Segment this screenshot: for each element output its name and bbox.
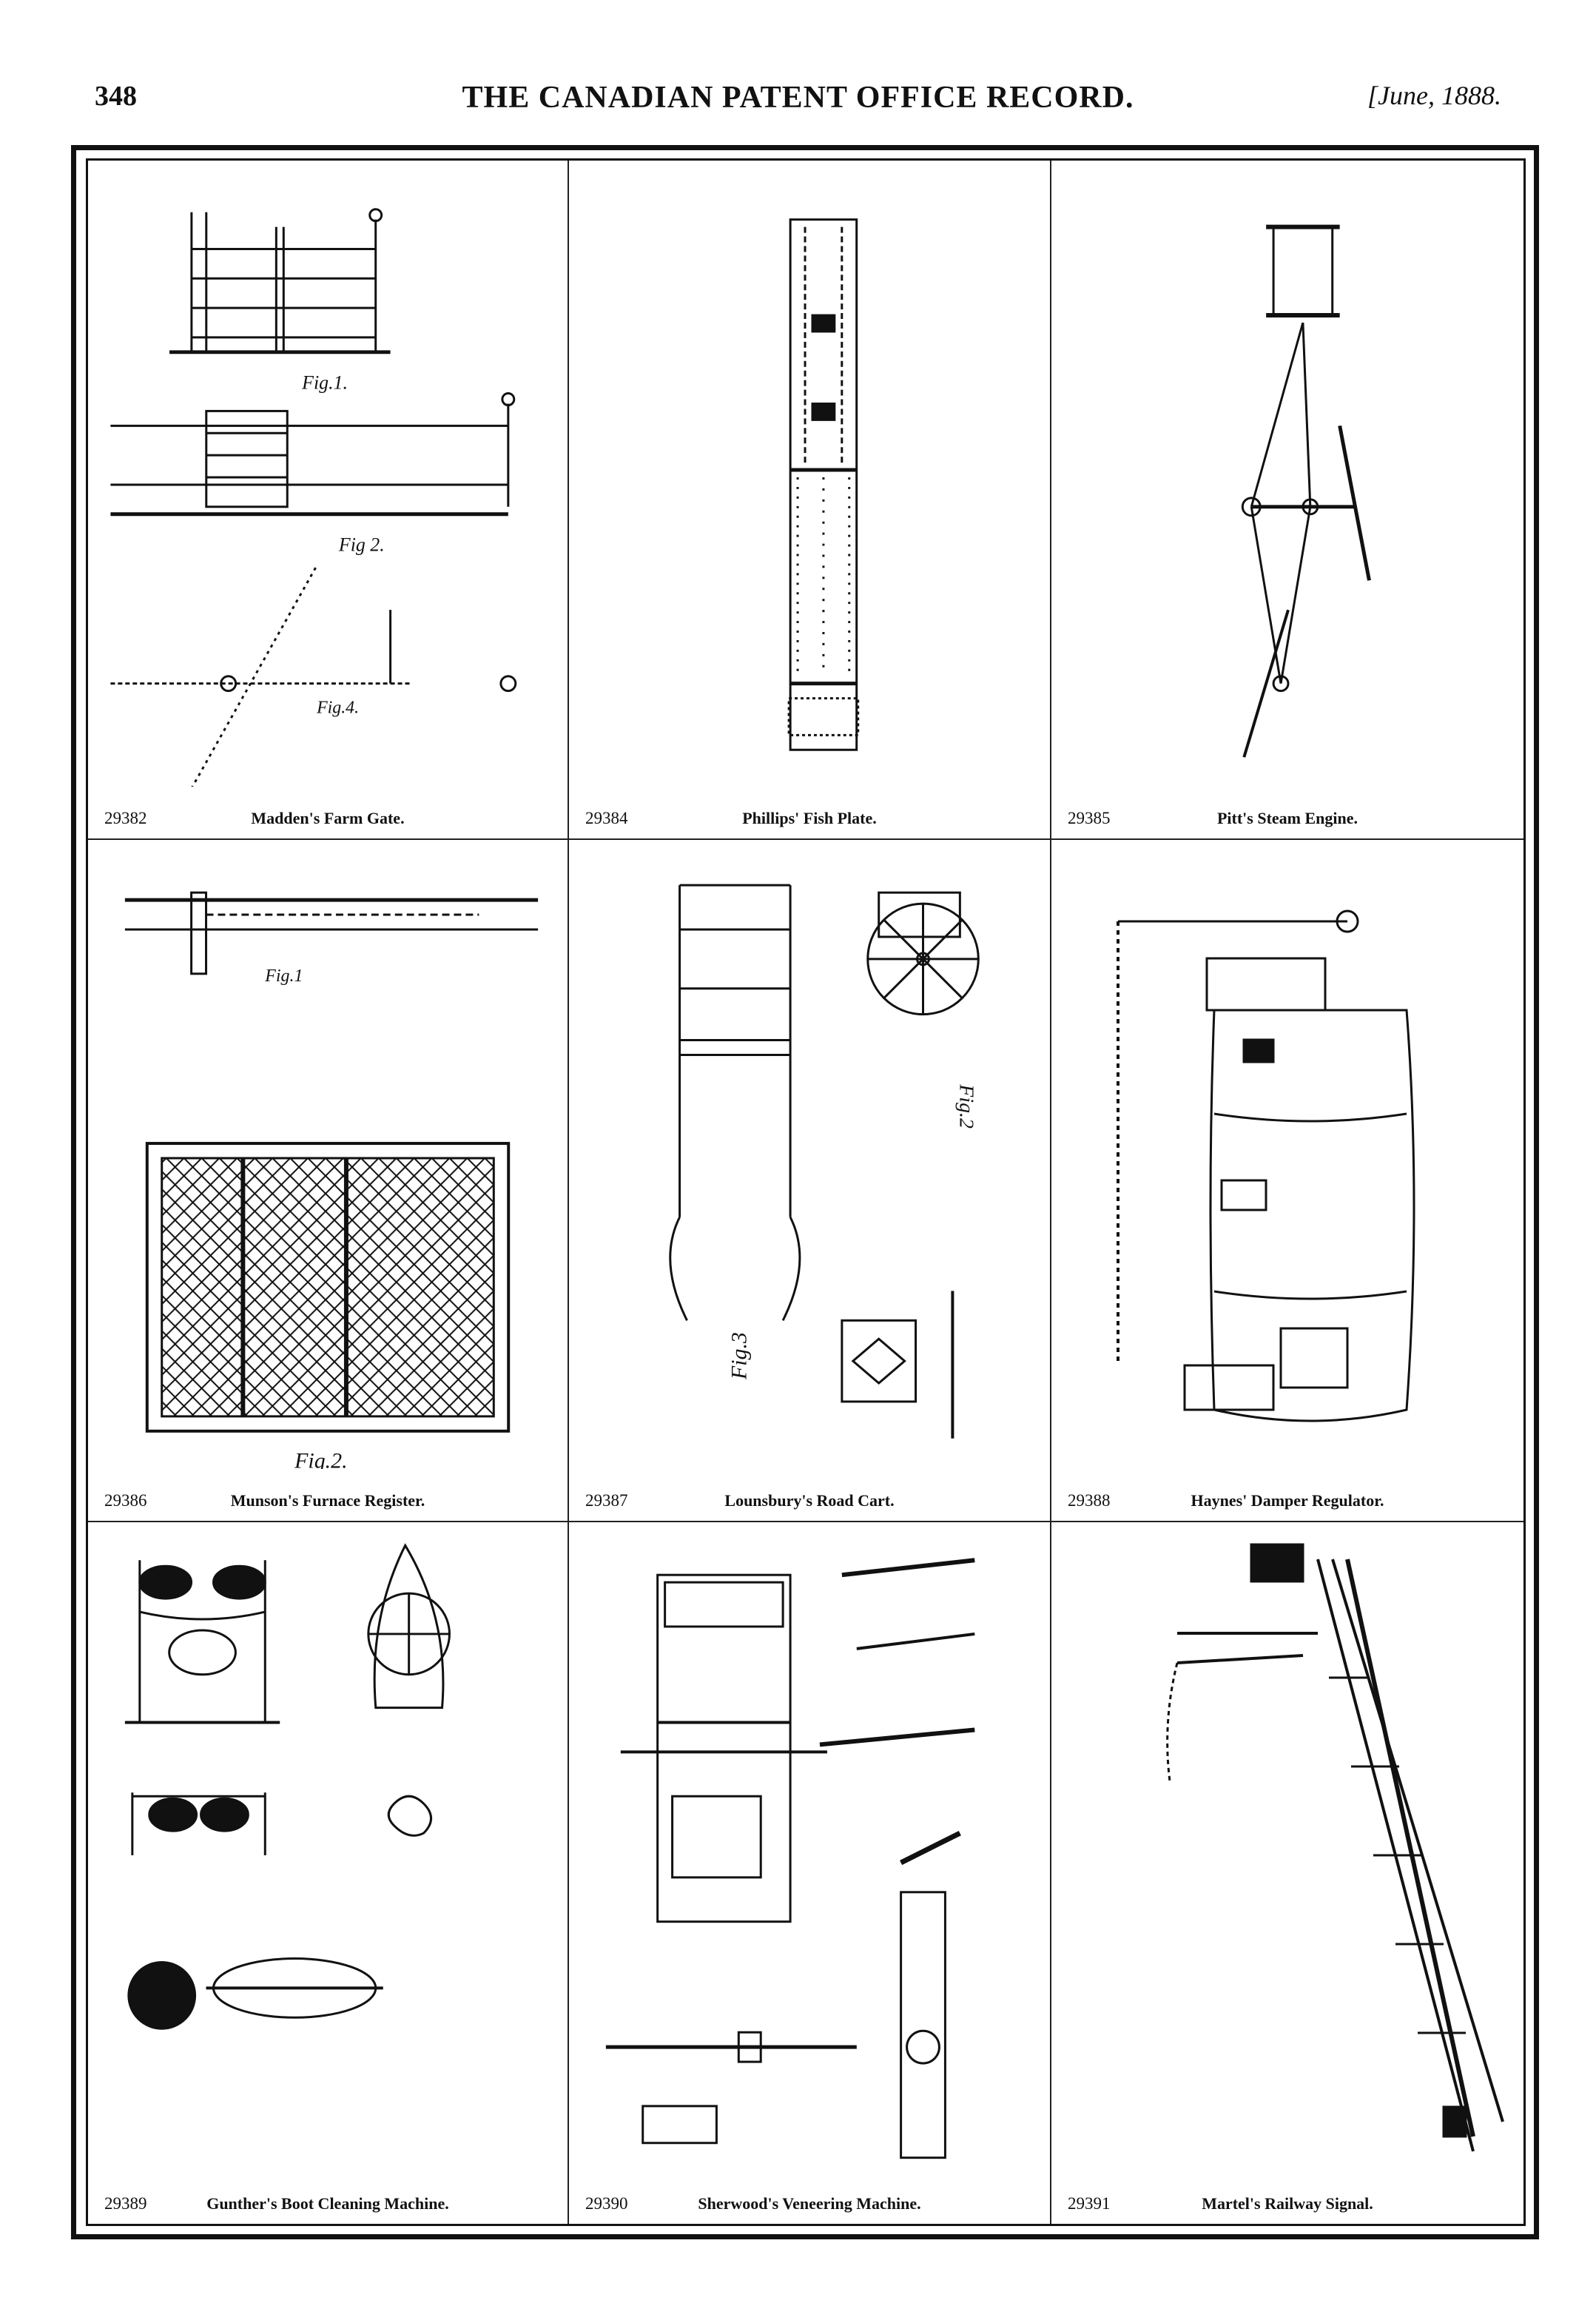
patent-title: Sherwood's Veneering Machine. <box>698 2194 921 2213</box>
patent-title: Pitt's Steam Engine. <box>1216 809 1358 827</box>
steam-engine-drawing <box>1059 168 1516 787</box>
patent-title: Phillips' Fish Plate. <box>742 809 877 827</box>
patent-cell-veneering-machine: 29390 Sherwood's Veneering Machine. <box>569 1522 1051 2224</box>
caption: 29390 Sherwood's Veneering Machine. <box>569 2187 1050 2213</box>
caption: 29384 Phillips' Fish Plate. <box>569 801 1050 828</box>
veneering-machine-drawing <box>576 1530 1043 2172</box>
gate-fig1 <box>169 208 391 354</box>
patent-cell-farm-gate: Fig.1. Fig 2. Fig.4. <box>88 161 569 840</box>
caption: 29382 Madden's Farm Gate. <box>88 801 568 828</box>
damper-regulator-drawing <box>1059 847 1516 1469</box>
gate-fig4 <box>110 565 517 787</box>
patent-title: Martel's Railway Signal. <box>1202 2194 1373 2213</box>
page-title: THE CANADIAN PATENT OFFICE RECORD. <box>462 81 1134 115</box>
patent-grid: Fig.1. Fig 2. Fig.4. <box>88 161 1523 2224</box>
caption: 29385 Pitt's Steam Engine. <box>1051 801 1523 828</box>
patent-cell-furnace-register: Fig.1 Fig.2. 29386 Munson's Furnace Regi… <box>88 840 569 1522</box>
boot-cleaning-drawing <box>95 1530 560 2172</box>
patent-number: 29382 <box>104 809 147 827</box>
patent-number: 29389 <box>104 2194 147 2213</box>
patent-number: 29388 <box>1068 1491 1111 1510</box>
patent-number: 29385 <box>1068 809 1111 827</box>
inner-border <box>86 158 1526 2226</box>
patent-number: 29387 <box>585 1491 628 1510</box>
patent-title: Gunther's Boot Cleaning Machine. <box>206 2194 449 2213</box>
gate-fig2 <box>110 392 516 517</box>
fish-plate-drawing <box>576 168 1043 787</box>
caption: 29388 Haynes' Damper Regulator. <box>1051 1484 1523 1510</box>
fig1-label: Fig.1. <box>301 372 348 394</box>
issue-date: [June, 1888. <box>1367 81 1501 110</box>
road-cart-drawing: Fig.2 Fig.3 <box>576 847 1043 1469</box>
register-fig1-label: Fig.1 <box>264 966 303 986</box>
patent-cell-damper-regulator: 29388 Haynes' Damper Regulator. <box>1051 840 1523 1522</box>
cart-fig2-label: Fig.2 <box>954 1083 977 1129</box>
patent-title: Madden's Farm Gate. <box>251 809 405 827</box>
patent-cell-boot-cleaning-machine: 29389 Gunther's Boot Cleaning Machine. <box>88 1522 569 2224</box>
patent-title: Lounsbury's Road Cart. <box>724 1491 895 1510</box>
patent-cell-steam-engine: 29385 Pitt's Steam Engine. <box>1051 161 1523 840</box>
cart-fig3-label: Fig.3 <box>727 1332 751 1380</box>
patent-cell-road-cart: Fig.2 Fig.3 29387 Lounsbury's Road Cart. <box>569 840 1051 1522</box>
patent-title: Haynes' Damper Regulator. <box>1191 1491 1384 1510</box>
page-number: 348 <box>95 81 137 112</box>
register-fig2-label: Fig.2. <box>294 1449 347 1469</box>
patent-number: 29386 <box>104 1491 147 1510</box>
caption: 29389 Gunther's Boot Cleaning Machine. <box>88 2187 568 2213</box>
patent-cell-fish-plate: 29384 Phillips' Fish Plate. <box>569 161 1051 840</box>
caption: 29387 Lounsbury's Road Cart. <box>569 1484 1050 1510</box>
patent-title: Munson's Furnace Register. <box>230 1491 425 1510</box>
patent-number: 29384 <box>585 809 628 827</box>
farm-gate-drawing: Fig.1. Fig 2. Fig.4. <box>95 168 560 787</box>
caption: 29386 Munson's Furnace Register. <box>88 1484 568 1510</box>
caption: 29391 Martel's Railway Signal. <box>1051 2187 1523 2213</box>
furnace-register-drawing: Fig.1 Fig.2. <box>95 847 560 1469</box>
fig2-label: Fig 2. <box>338 534 385 556</box>
patent-number: 29390 <box>585 2194 628 2213</box>
patent-number: 29391 <box>1068 2194 1111 2213</box>
railway-signal-drawing <box>1059 1530 1516 2172</box>
patent-cell-railway-signal: 29391 Martel's Railway Signal. <box>1051 1522 1523 2224</box>
outer-border <box>71 145 1539 2239</box>
fig4-label: Fig.4. <box>316 698 359 717</box>
